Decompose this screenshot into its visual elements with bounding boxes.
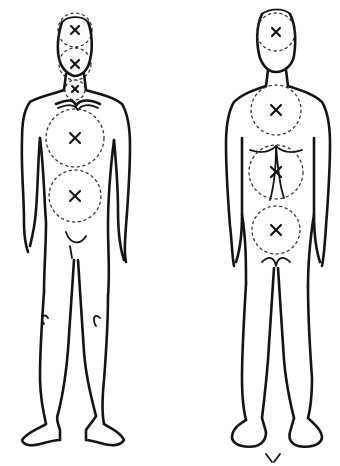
cross-mark-icon [70, 191, 80, 201]
back-left-hip [242, 214, 246, 284]
front-left-leg-inner [58, 260, 74, 414]
cross-mark-icon [271, 225, 281, 235]
back-zone-upper-back [251, 85, 301, 135]
back-zone-sacrum [252, 206, 300, 254]
back-right-body-outline [288, 86, 330, 266]
front-right-knee [94, 316, 100, 326]
front-groin-line [66, 232, 86, 258]
front-zone-abdomen [49, 170, 101, 222]
back-left-leg-outer [242, 284, 246, 420]
back-left-foot [232, 418, 266, 447]
back-right-arm-inner [314, 138, 320, 262]
front-left-arm-inner [30, 138, 40, 246]
front-zone-throat [65, 80, 85, 100]
back-gluteal-line [262, 258, 290, 266]
cross-mark-icon [272, 28, 280, 36]
cross-mark-icon [71, 26, 79, 34]
back-left-leg-inner [262, 268, 274, 418]
back-right-leg-outer [308, 286, 312, 418]
front-zone-head [58, 13, 92, 47]
front-right-leg-outer [103, 296, 109, 424]
front-right-leg-inner [78, 260, 96, 416]
back-zone-head [257, 13, 295, 51]
front-right-hip [108, 140, 114, 296]
front-right-arm-inner [114, 140, 124, 260]
front-left-leg-outer [40, 292, 46, 424]
front-left-hip [40, 138, 46, 292]
front-hair-line [62, 17, 88, 22]
back-right-foot [289, 418, 322, 447]
cross-mark-icon [72, 86, 78, 92]
back-right-hip [308, 214, 314, 286]
cross-mark-icon [71, 60, 79, 68]
back-left-arm-inner [236, 138, 242, 262]
back-figure [226, 10, 330, 463]
front-right-foot [86, 416, 124, 445]
cross-mark-icon [70, 133, 80, 143]
back-head-outline [257, 14, 295, 72]
front-left-foot [22, 414, 60, 445]
back-right-leg-inner [278, 268, 294, 418]
front-zone-chest [46, 109, 104, 167]
back-heel-mark [266, 454, 280, 462]
cross-mark-icon [271, 105, 281, 115]
front-collar-line [56, 101, 100, 107]
back-left-body-outline [226, 86, 266, 266]
front-figure [22, 13, 130, 445]
